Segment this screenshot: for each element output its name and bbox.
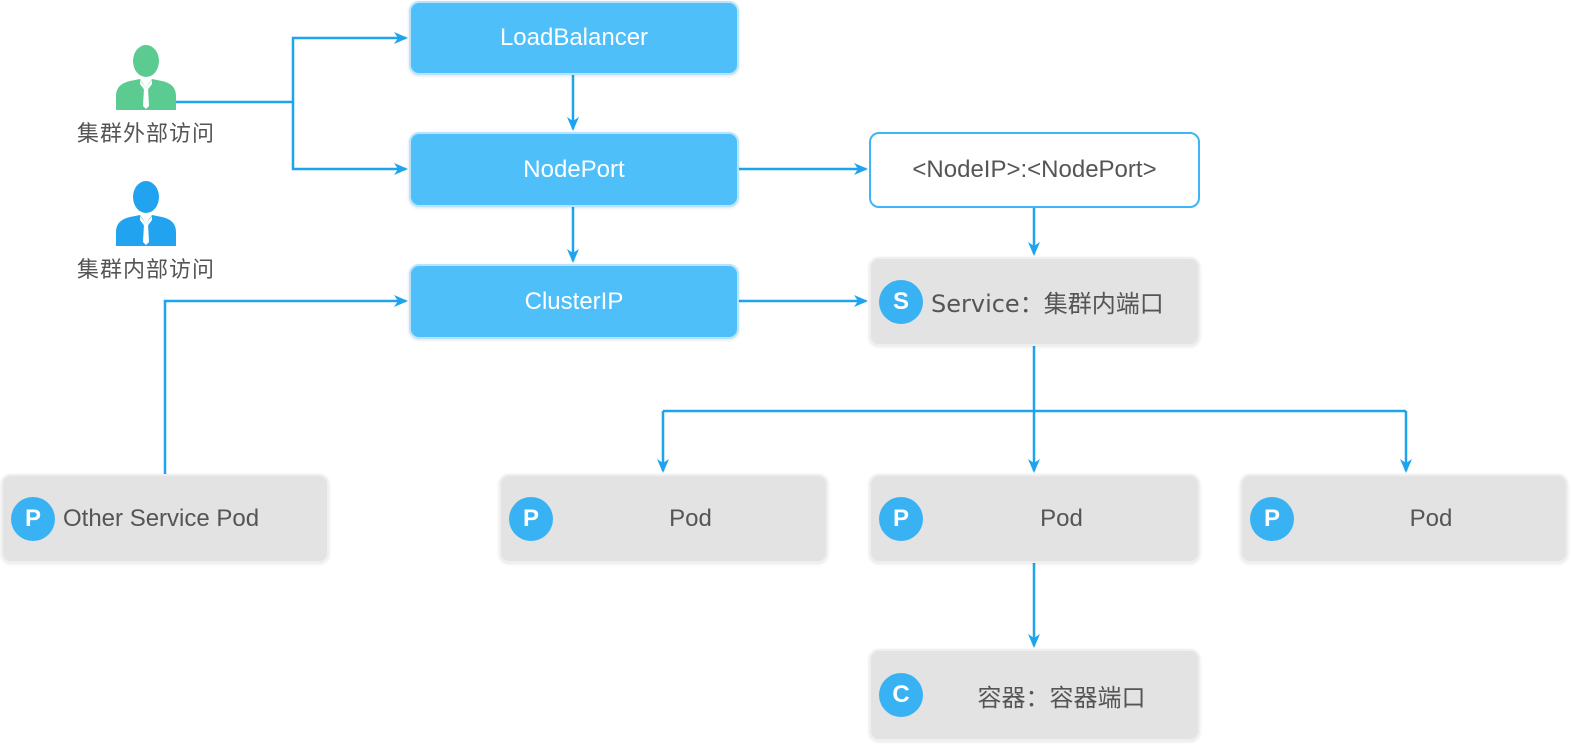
service-label: Service：集群内端口 (931, 290, 1164, 318)
pod-label: Pod (1409, 504, 1453, 532)
nodeip-nodeport-node: <NodeIP>:<NodePort> (869, 132, 1200, 208)
pod-badge-icon: P (11, 496, 55, 541)
container-badge-icon: C (879, 673, 923, 717)
person-icon (116, 45, 176, 110)
internal-access-actor: 集群内部访问 (66, 180, 226, 284)
external-access-actor: 集群外部访问 (66, 44, 226, 148)
pod-label: Pod (1040, 504, 1083, 532)
other-service-pod-node: P Other Service Pod (1, 474, 329, 563)
pod-node-1: P Pod (499, 474, 828, 563)
pod-label: Pod (669, 504, 712, 532)
person-icon (116, 181, 176, 246)
service-node: S Service：集群内端口 (869, 257, 1200, 346)
arrow-external-to-nodeport (291, 102, 408, 175)
pod-badge-icon: P (1250, 496, 1294, 541)
internal-access-label: 集群内部访问 (76, 258, 215, 283)
other-service-pod-label: Other Service Pod (63, 504, 260, 532)
service-badge-icon: S (879, 279, 923, 324)
pod-badge-icon: P (879, 496, 923, 541)
pod-node-2: P Pod (869, 474, 1200, 563)
arrow-external-to-loadbalancer (291, 32, 408, 102)
pod-node-3: P Pod (1240, 474, 1568, 563)
external-access-label: 集群外部访问 (76, 122, 215, 147)
arrow-otherpod-to-clusterip (163, 295, 408, 474)
loadbalancer-node: LoadBalancer (409, 1, 739, 75)
container-label: 容器：容器端口 (977, 683, 1146, 712)
container-node: C 容器：容器端口 (869, 649, 1200, 741)
nodeport-node: NodePort (409, 132, 739, 207)
pod-badge-icon: P (509, 496, 553, 541)
clusterip-node: ClusterIP (409, 264, 739, 339)
